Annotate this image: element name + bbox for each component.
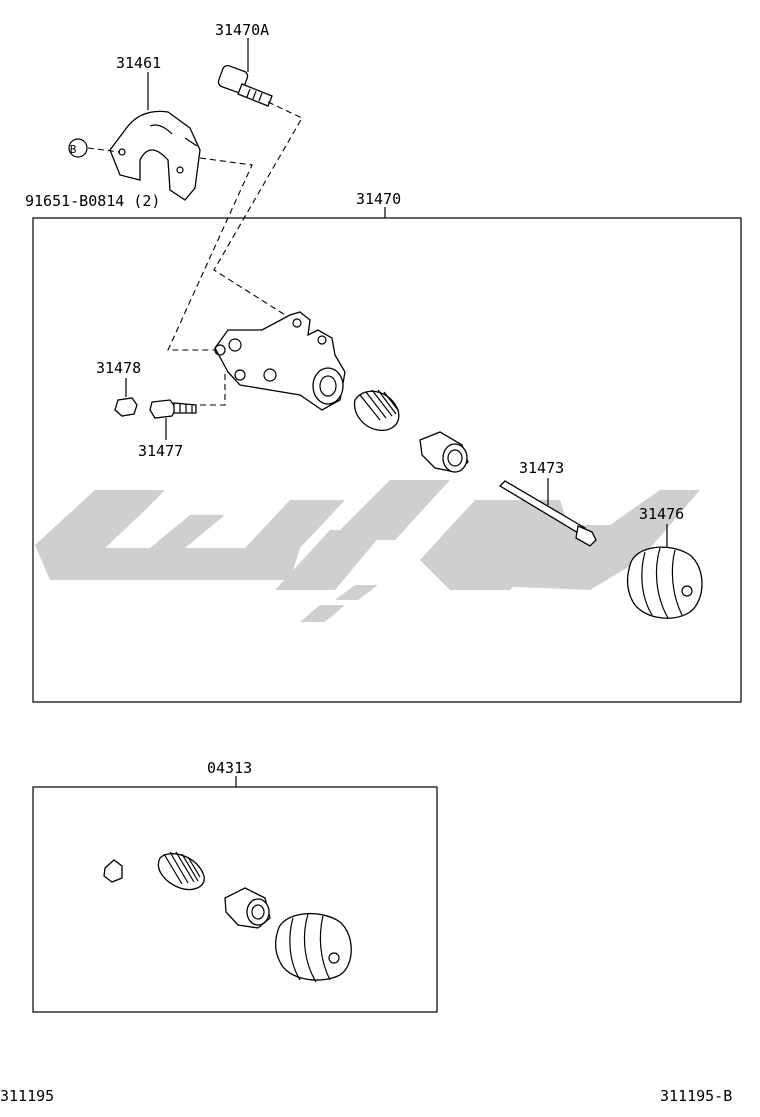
bleeder-cap-31478 <box>114 378 138 417</box>
label-ref-b: B <box>70 143 77 156</box>
kit-boot <box>274 912 352 983</box>
boot-31476 <box>626 524 703 619</box>
label-boot: 31476 <box>639 505 684 523</box>
kit-cap <box>103 859 123 883</box>
kit-box <box>32 786 438 1013</box>
bracket-31461 <box>109 72 201 201</box>
kit-piston <box>224 887 271 929</box>
bolt-31470a <box>217 38 273 107</box>
push-rod-31473 <box>498 478 597 547</box>
piston <box>419 431 469 473</box>
kit-spring <box>157 851 205 891</box>
label-bleeder-plug: 31477 <box>138 442 183 460</box>
label-bolt-top: 31470A <box>215 21 269 39</box>
assembly-box <box>32 217 742 703</box>
label-bracket: 31461 <box>116 54 161 72</box>
footer-left-code: 311195 <box>0 1087 54 1105</box>
label-push-rod: 31473 <box>519 459 564 477</box>
spring <box>353 389 400 431</box>
label-bleeder-cap: 31478 <box>96 359 141 377</box>
ref-b-callout <box>68 138 121 158</box>
watermark-logo <box>35 480 700 622</box>
cylinder-body <box>214 311 346 411</box>
label-bracket-bolt: 91651-B0814 (2) <box>25 192 160 210</box>
label-kit: 04313 <box>207 759 252 777</box>
footer-right-code: 311195-B <box>660 1087 732 1105</box>
label-assembly: 31470 <box>356 190 401 208</box>
bleeder-plug-31477 <box>149 399 197 440</box>
